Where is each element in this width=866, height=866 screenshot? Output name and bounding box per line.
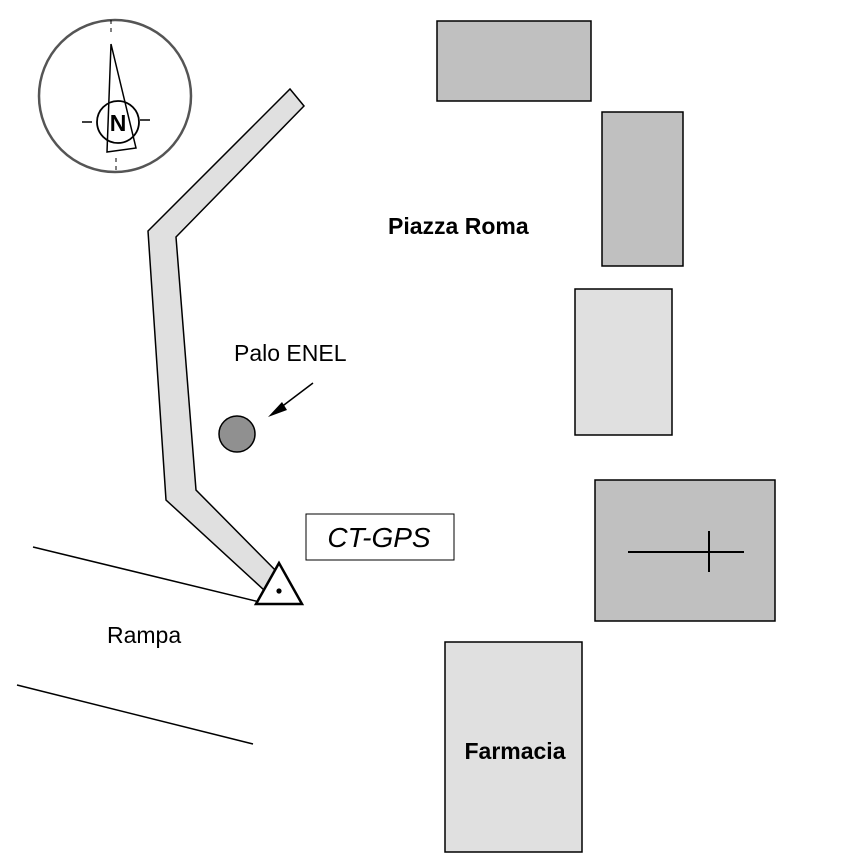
- ramp-label: Rampa: [107, 622, 181, 648]
- compass-north-label: N: [110, 110, 127, 136]
- building-north: [436, 20, 592, 102]
- building-east-light: [574, 288, 673, 436]
- station-label-box: [305, 513, 455, 561]
- triangle-benchmark-icon: [253, 560, 305, 606]
- square-label: Piazza Roma: [388, 213, 529, 239]
- building-church: [594, 479, 776, 622]
- building-pharmacy: [444, 641, 583, 853]
- arrow-icon: [268, 382, 314, 417]
- building-east-upper: [601, 111, 684, 267]
- station-label: CT-GPS: [327, 522, 431, 553]
- cross-icon: [628, 531, 744, 572]
- ramp-edge-lower: [16, 684, 254, 745]
- pharmacy-label: Farmacia: [464, 738, 565, 764]
- compass-rose-icon: N: [37, 18, 193, 174]
- pole-label: Palo ENEL: [234, 340, 347, 366]
- ramp-edge-upper: [32, 546, 269, 605]
- pole-marker: [218, 415, 256, 453]
